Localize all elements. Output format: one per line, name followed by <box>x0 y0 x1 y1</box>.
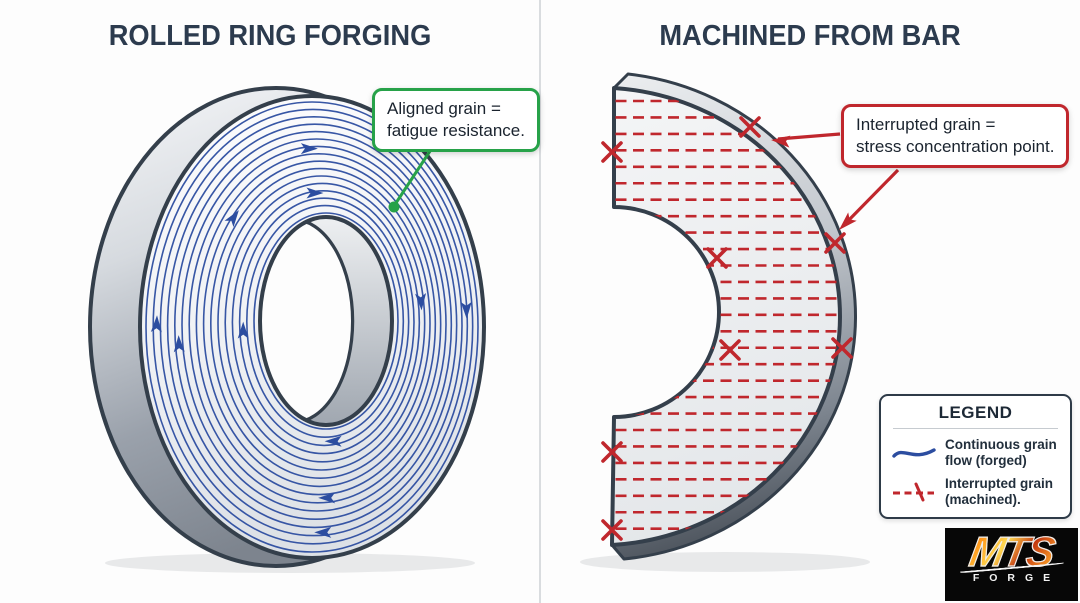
brand-logo: MTS FORGE <box>945 528 1078 601</box>
stress-point-x-marks <box>601 116 853 541</box>
callout-text-line: fatigue resistance. <box>387 120 525 140</box>
legend-box: LEGEND Continuous grain flow (forged) In… <box>879 394 1072 519</box>
continuous-grain-line-icon <box>892 448 936 458</box>
machined-bar-illustration <box>580 72 900 572</box>
callout-text-line: stress concentration point. <box>856 136 1055 156</box>
legend-item-label: Continuous grain flow (forged) <box>945 437 1057 468</box>
legend-item-label: Interrupted grain (machined). <box>945 475 1054 507</box>
legend-item: Continuous grain flow (forged) <box>891 437 1060 469</box>
rolled-ring-illustration <box>87 86 487 573</box>
interrupted-grain-callout: Interrupted grain = stress concentration… <box>841 104 1070 168</box>
callout-text-line: Interrupted grain = <box>856 115 996 134</box>
logo-sub-text: FORGE <box>972 572 1061 585</box>
callout-text-line: Aligned grain = <box>387 99 501 118</box>
red-callout-leaders <box>771 132 900 230</box>
left-panel-title: ROLLED RING FORGING <box>108 20 432 52</box>
panel-divider <box>539 0 541 603</box>
grain-flow-arrows <box>150 143 472 538</box>
legend-item: Interrupted grain (machined). <box>891 476 1060 508</box>
grain-flow-lines <box>145 101 479 553</box>
legend-title: LEGEND <box>938 403 1013 422</box>
right-panel-title: MACHINED FROM BAR <box>659 20 961 52</box>
bar-part-shadow <box>580 552 870 572</box>
green-callout-leader <box>388 147 434 213</box>
bar-part-front-face <box>610 86 842 547</box>
legend-divider <box>893 428 1058 429</box>
interrupted-grain-line-icon <box>893 482 934 502</box>
aligned-grain-callout: Aligned grain = fatigue resistance. <box>372 88 540 152</box>
